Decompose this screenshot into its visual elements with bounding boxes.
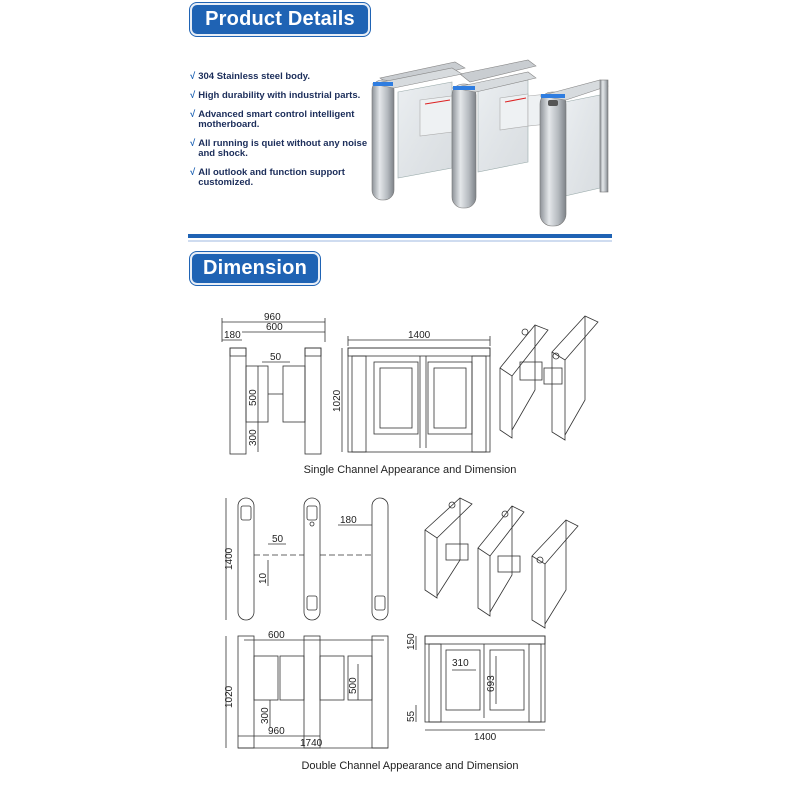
dimension-banner: Dimension (190, 252, 320, 285)
feature-item: √High durability with industrial parts. (190, 91, 375, 101)
feature-text: High durability with industrial parts. (198, 90, 361, 101)
single-front-view: 960 600 180 50 500 300 (221, 312, 326, 455)
double-label-10: 10 (258, 572, 269, 584)
single-side-view: 1400 1020 (332, 330, 491, 453)
check-icon: √ (190, 167, 196, 178)
section-divider (188, 234, 612, 238)
single-label-180: 180 (224, 330, 241, 341)
dimension-title: Dimension (202, 257, 308, 279)
feature-text: Advanced smart control intelligent mothe… (198, 109, 355, 130)
double-label-150: 150 (406, 633, 417, 650)
single-isometric-view (499, 315, 599, 441)
check-icon: √ (190, 71, 196, 82)
double-label-693: 693 (486, 675, 497, 692)
feature-text: All running is quiet without any noise a… (198, 138, 368, 159)
single-label-600: 600 (266, 322, 283, 333)
double-label-310: 310 (452, 658, 469, 669)
check-icon: √ (190, 138, 196, 149)
double-label-300: 300 (260, 707, 271, 724)
product-details-title: Product Details (205, 8, 355, 30)
check-icon: √ (190, 90, 196, 101)
feature-item: √All outlook and function support custom… (190, 168, 375, 188)
single-label-500: 500 (248, 389, 259, 406)
feature-item: √Advanced smart control intelligent moth… (190, 110, 375, 130)
feature-item: √304 Stainless steel body. (190, 72, 375, 82)
single-label-50: 50 (270, 352, 282, 363)
feature-text: All outlook and function support customi… (198, 167, 345, 188)
single-channel-caption: Single Channel Appearance and Dimension (303, 464, 517, 476)
double-label-1020: 1020 (224, 685, 235, 708)
double-label-180: 180 (340, 515, 357, 526)
feature-item: √All running is quiet without any noise … (190, 139, 375, 159)
double-label-55: 55 (406, 710, 417, 722)
double-label-600: 600 (268, 630, 285, 641)
single-label-1400: 1400 (408, 330, 431, 341)
double-label-960: 960 (268, 726, 285, 737)
single-label-1020: 1020 (332, 389, 343, 412)
double-label-500: 500 (348, 677, 359, 694)
feature-text: 304 Stainless steel body. (198, 71, 310, 82)
check-icon: √ (190, 109, 196, 120)
double-front-bottom-view: 600 1020 500 300 960 1740 (224, 630, 389, 749)
double-label-1740: 1740 (300, 738, 323, 749)
double-channel-caption: Double Channel Appearance and Dimension (301, 760, 519, 772)
double-label-50: 50 (272, 534, 284, 545)
double-side-bottom-view: 150 310 693 55 1400 (406, 633, 546, 743)
double-label-1400-width: 1400 (474, 732, 497, 743)
double-isometric-view (424, 497, 579, 629)
feature-list: √304 Stainless steel body. √High durabil… (190, 72, 375, 197)
section-divider-shadow (188, 240, 612, 242)
single-label-960: 960 (264, 312, 281, 323)
single-label-300: 300 (248, 429, 259, 446)
double-label-1400: 1400 (224, 547, 235, 570)
product-details-banner: Product Details (190, 3, 370, 36)
double-front-view: 1400 50 10 180 (224, 497, 389, 621)
